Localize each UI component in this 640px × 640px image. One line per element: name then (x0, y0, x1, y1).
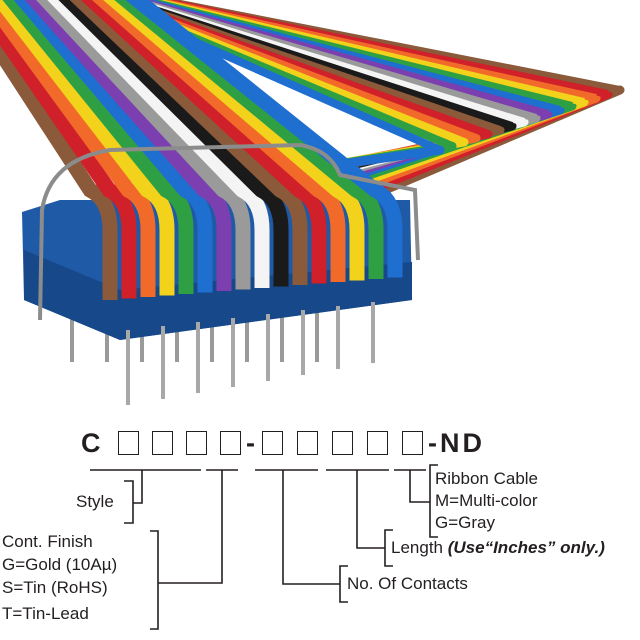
wire (2, 0, 194, 294)
style-box (118, 431, 139, 455)
ribbon-bracket (429, 464, 438, 538)
ribbon-leader (409, 470, 430, 503)
wire (0, 0, 175, 296)
ribbon-option: M=Multi-color (435, 491, 538, 510)
finish-option: G=Gold (10Aµ) (2, 555, 118, 574)
contacts-box (262, 431, 283, 455)
wire (0, 18, 137, 299)
wire (0, 37, 118, 300)
finish-title: Cont. Finish (2, 532, 93, 551)
length-leader (356, 470, 385, 549)
contacts-leader (282, 470, 340, 585)
length-label: Length (Use“Inches” only.) (391, 537, 605, 559)
style-bracket (124, 480, 134, 524)
contacts-bracket (339, 565, 348, 603)
style-box (152, 431, 173, 455)
finish-bracket (150, 530, 159, 630)
wire (13, 0, 213, 293)
length-text: Length (391, 538, 443, 557)
finish-leader (158, 470, 223, 584)
wire (80, 0, 327, 284)
wire (36, 0, 251, 290)
part-suffix: -ND (428, 428, 485, 458)
wire (0, 1, 156, 297)
strain-relief-clip (38, 142, 420, 321)
finish-option: T=Tin-Lead (2, 604, 89, 623)
wire (69, 0, 308, 285)
style-leader (133, 470, 143, 504)
contacts-label: No. Of Contacts (347, 574, 468, 593)
style-box (186, 431, 207, 455)
contacts-box (297, 431, 318, 455)
wire (91, 0, 346, 282)
finish-option: S=Tin (RoHS) (2, 578, 108, 597)
wire (58, 0, 289, 287)
wire (103, 0, 365, 281)
length-box (367, 431, 388, 455)
wire (114, 0, 384, 279)
ribbon-box (402, 431, 423, 455)
length-bracket (384, 529, 393, 567)
wire (47, 0, 270, 288)
length-box (332, 431, 353, 455)
finish-box (220, 431, 241, 455)
part-prefix: C (81, 428, 101, 458)
ribbon-cable-assembly-image (0, 0, 625, 405)
ribbon-option: G=Gray (435, 513, 495, 532)
part-dash: - (246, 428, 255, 458)
wire (24, 0, 232, 291)
style-label: Style (76, 492, 114, 511)
length-note: (Use“Inches” only.) (447, 538, 605, 557)
ribbon-title: Ribbon Cable (435, 469, 539, 488)
wire (125, 0, 403, 278)
